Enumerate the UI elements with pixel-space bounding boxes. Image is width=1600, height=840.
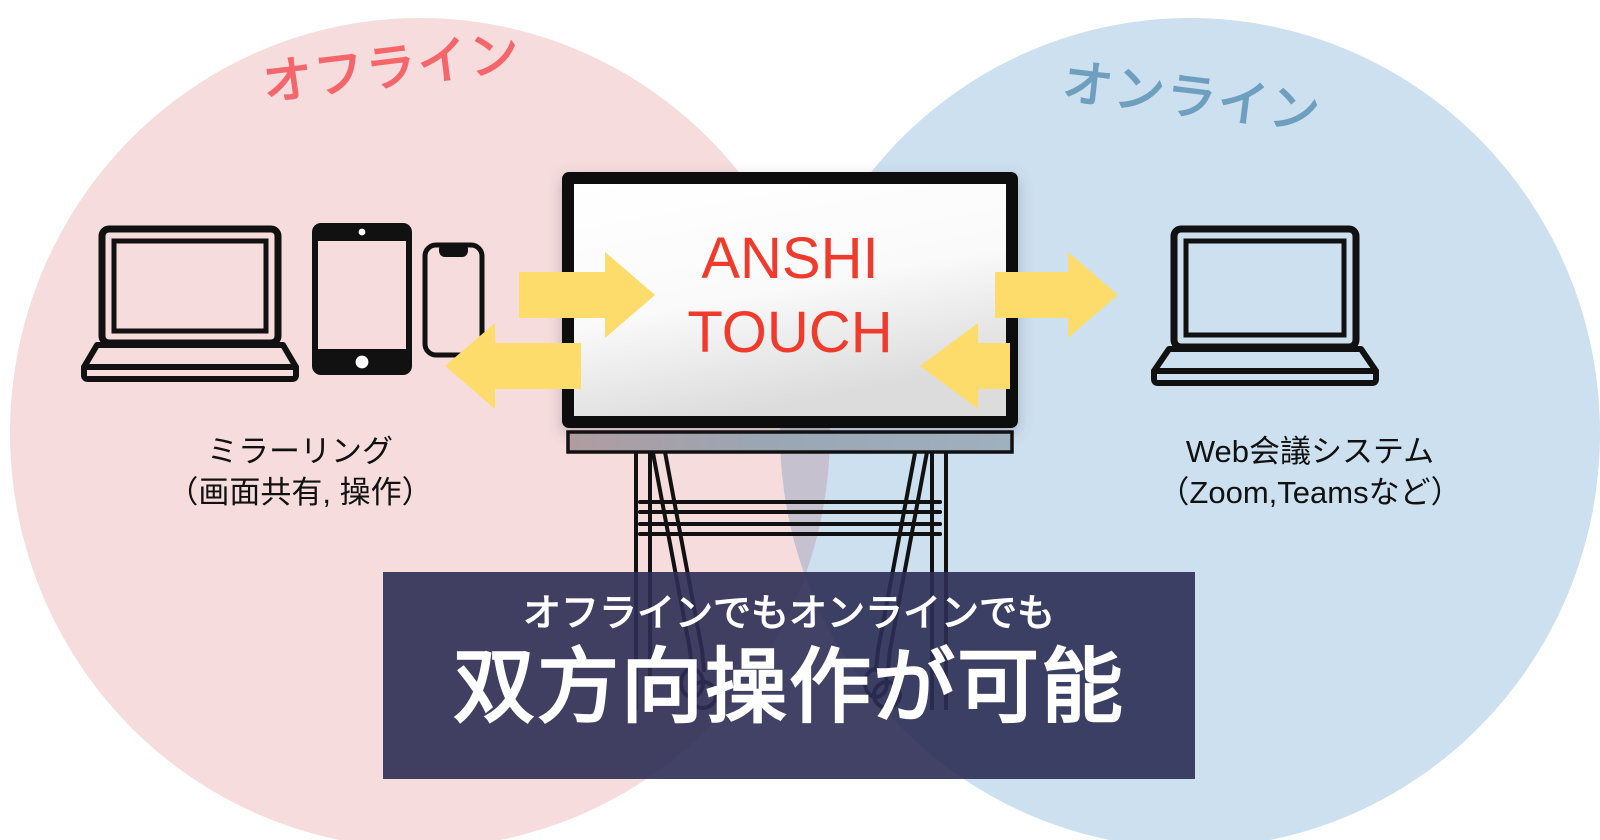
right-caption-line-2: （Zoom,Teamsなど）: [1158, 474, 1462, 510]
right-caption-line-1: Web会議システム: [1185, 434, 1435, 469]
banner-headline: 双方向操作が可能: [452, 641, 1125, 733]
arrow-left-icon-left: [445, 323, 581, 409]
smartphone-icon: [422, 242, 485, 358]
left-device-group: [81, 223, 485, 382]
arrow-right-icon-right: [995, 252, 1118, 338]
left-caption-line-2: （画面共有, 操作）: [167, 474, 433, 510]
arrow-left-icon-right: [920, 323, 1010, 409]
left-caption: ミラーリング （画面共有, 操作）: [80, 432, 520, 514]
left-caption-line-1: ミラーリング: [207, 434, 393, 469]
arrow-right-icon-left: [519, 252, 655, 338]
bottom-banner: オフラインでもオンラインでも 双方向操作が可能: [383, 572, 1195, 779]
brand-line-1: ANSHI: [701, 226, 878, 291]
right-device-group: [1151, 225, 1379, 386]
brand-line-2: TOUCH: [687, 300, 892, 365]
right-caption: Web会議システム （Zoom,Teamsなど）: [1090, 432, 1530, 514]
pen-tray: [566, 430, 1014, 454]
laptop-icon: [1151, 225, 1379, 386]
tablet-icon: [312, 223, 412, 375]
laptop-icon: [81, 225, 299, 382]
banner-subtitle: オフラインでもオンラインでも: [522, 593, 1055, 635]
